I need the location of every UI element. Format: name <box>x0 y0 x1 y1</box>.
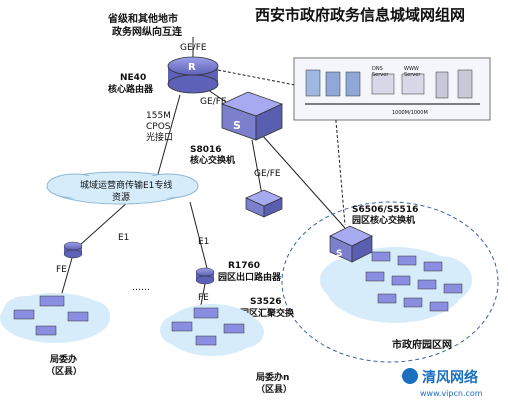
server-label-www: WWW <box>404 66 419 72</box>
label-cpos-3: 光接口 <box>146 131 173 143</box>
campus-boundary <box>281 201 499 363</box>
s6506-label-2: 园区核心交换机 <box>352 214 415 226</box>
link-servers-campus <box>334 109 346 226</box>
r1760-router-icon <box>195 267 215 285</box>
label-gefe-top: GE/FE <box>180 43 207 53</box>
campus-label: 市政府园区网 <box>392 338 452 351</box>
server-cluster: DNS Server WWW Server 1000M/1000M <box>293 57 491 121</box>
s6506-label-1: S6506/S5516 <box>352 205 418 215</box>
cloud-label-1: 城域运营商传输E1专线 <box>80 179 172 191</box>
ne40-label-2: 核心路由器 <box>108 83 154 95</box>
svg-text:S: S <box>233 119 241 132</box>
connections <box>59 37 346 311</box>
s3526-label-1: S3526 <box>250 297 282 307</box>
link-cloud-right-router <box>189 201 209 273</box>
bureaun-label-1: 局委办n <box>256 371 289 383</box>
label-gefe-mid: GE/FE <box>200 97 227 107</box>
ne40-label-1: NE40 <box>120 73 146 83</box>
watermark-url: www.vipcn.com <box>420 389 483 398</box>
watermark-name: 清风网络 <box>422 369 478 386</box>
r1760-label-2: 园区出口路由器 <box>218 271 282 283</box>
server-label-dns-2: Server <box>372 72 389 78</box>
bureaun-label-2: （区县） <box>256 384 292 395</box>
cloud-label-2: 资源 <box>112 192 130 203</box>
label-fe-right: FE <box>198 293 209 303</box>
bureau1-label-1: 局委办 <box>50 353 77 365</box>
s3526-label-2: 园区汇聚交换 <box>240 307 295 319</box>
svg-text:R: R <box>188 62 196 73</box>
diagram-title: 西安市政府政务信息城域网组网 <box>255 6 465 24</box>
s8016-label-1: S8016 <box>190 145 222 155</box>
s6506-switch-icon: S <box>329 225 373 263</box>
right-switch-group <box>171 307 245 346</box>
link-left-router-switch <box>59 257 73 301</box>
svg-text:S: S <box>336 249 342 259</box>
server-label-www-2: Server <box>404 72 421 78</box>
label-cpos-1: 155M <box>146 111 171 121</box>
small-switch-icon <box>245 189 283 218</box>
watermark: 清风网络 www.vipcn.com <box>402 368 483 398</box>
bureau1-label-2: （区县） <box>46 366 82 377</box>
link-cloud-left-router <box>79 201 129 246</box>
campus-switch-group <box>365 251 463 312</box>
s8016-switch-icon: S <box>220 91 284 141</box>
label-fe-left: FE <box>56 265 67 275</box>
label-cpos-2: CPOS <box>146 122 171 132</box>
label-e1-left: E1 <box>118 233 129 243</box>
link-s8016-s6506 <box>261 134 346 229</box>
r1760-label-1: R1760 <box>228 261 260 271</box>
label-gefe-right: GE/FE <box>254 169 281 179</box>
left-switch-group <box>13 295 89 336</box>
link-s8016-small-switch <box>251 139 263 196</box>
link-ne40-servers <box>217 69 296 86</box>
top-note-line2: 政务网纵向互连 <box>112 25 183 38</box>
label-e1-right: E1 <box>198 237 209 247</box>
carrier-cloud: 城域运营商传输E1专线 资源 <box>46 171 199 205</box>
ne40-router-icon: R <box>167 56 219 94</box>
server-label-dns: DNS <box>372 66 383 72</box>
s8016-label-2: 核心交换机 <box>190 154 235 166</box>
left-router-icon <box>63 241 83 259</box>
link-ne40-cloud <box>154 94 181 186</box>
watermark-logo-icon <box>402 368 418 384</box>
top-note-line1: 省级和其他地市 <box>107 12 178 25</box>
label-dots: …… <box>132 283 150 293</box>
server-label-speed: 1000M/1000M <box>392 110 428 116</box>
